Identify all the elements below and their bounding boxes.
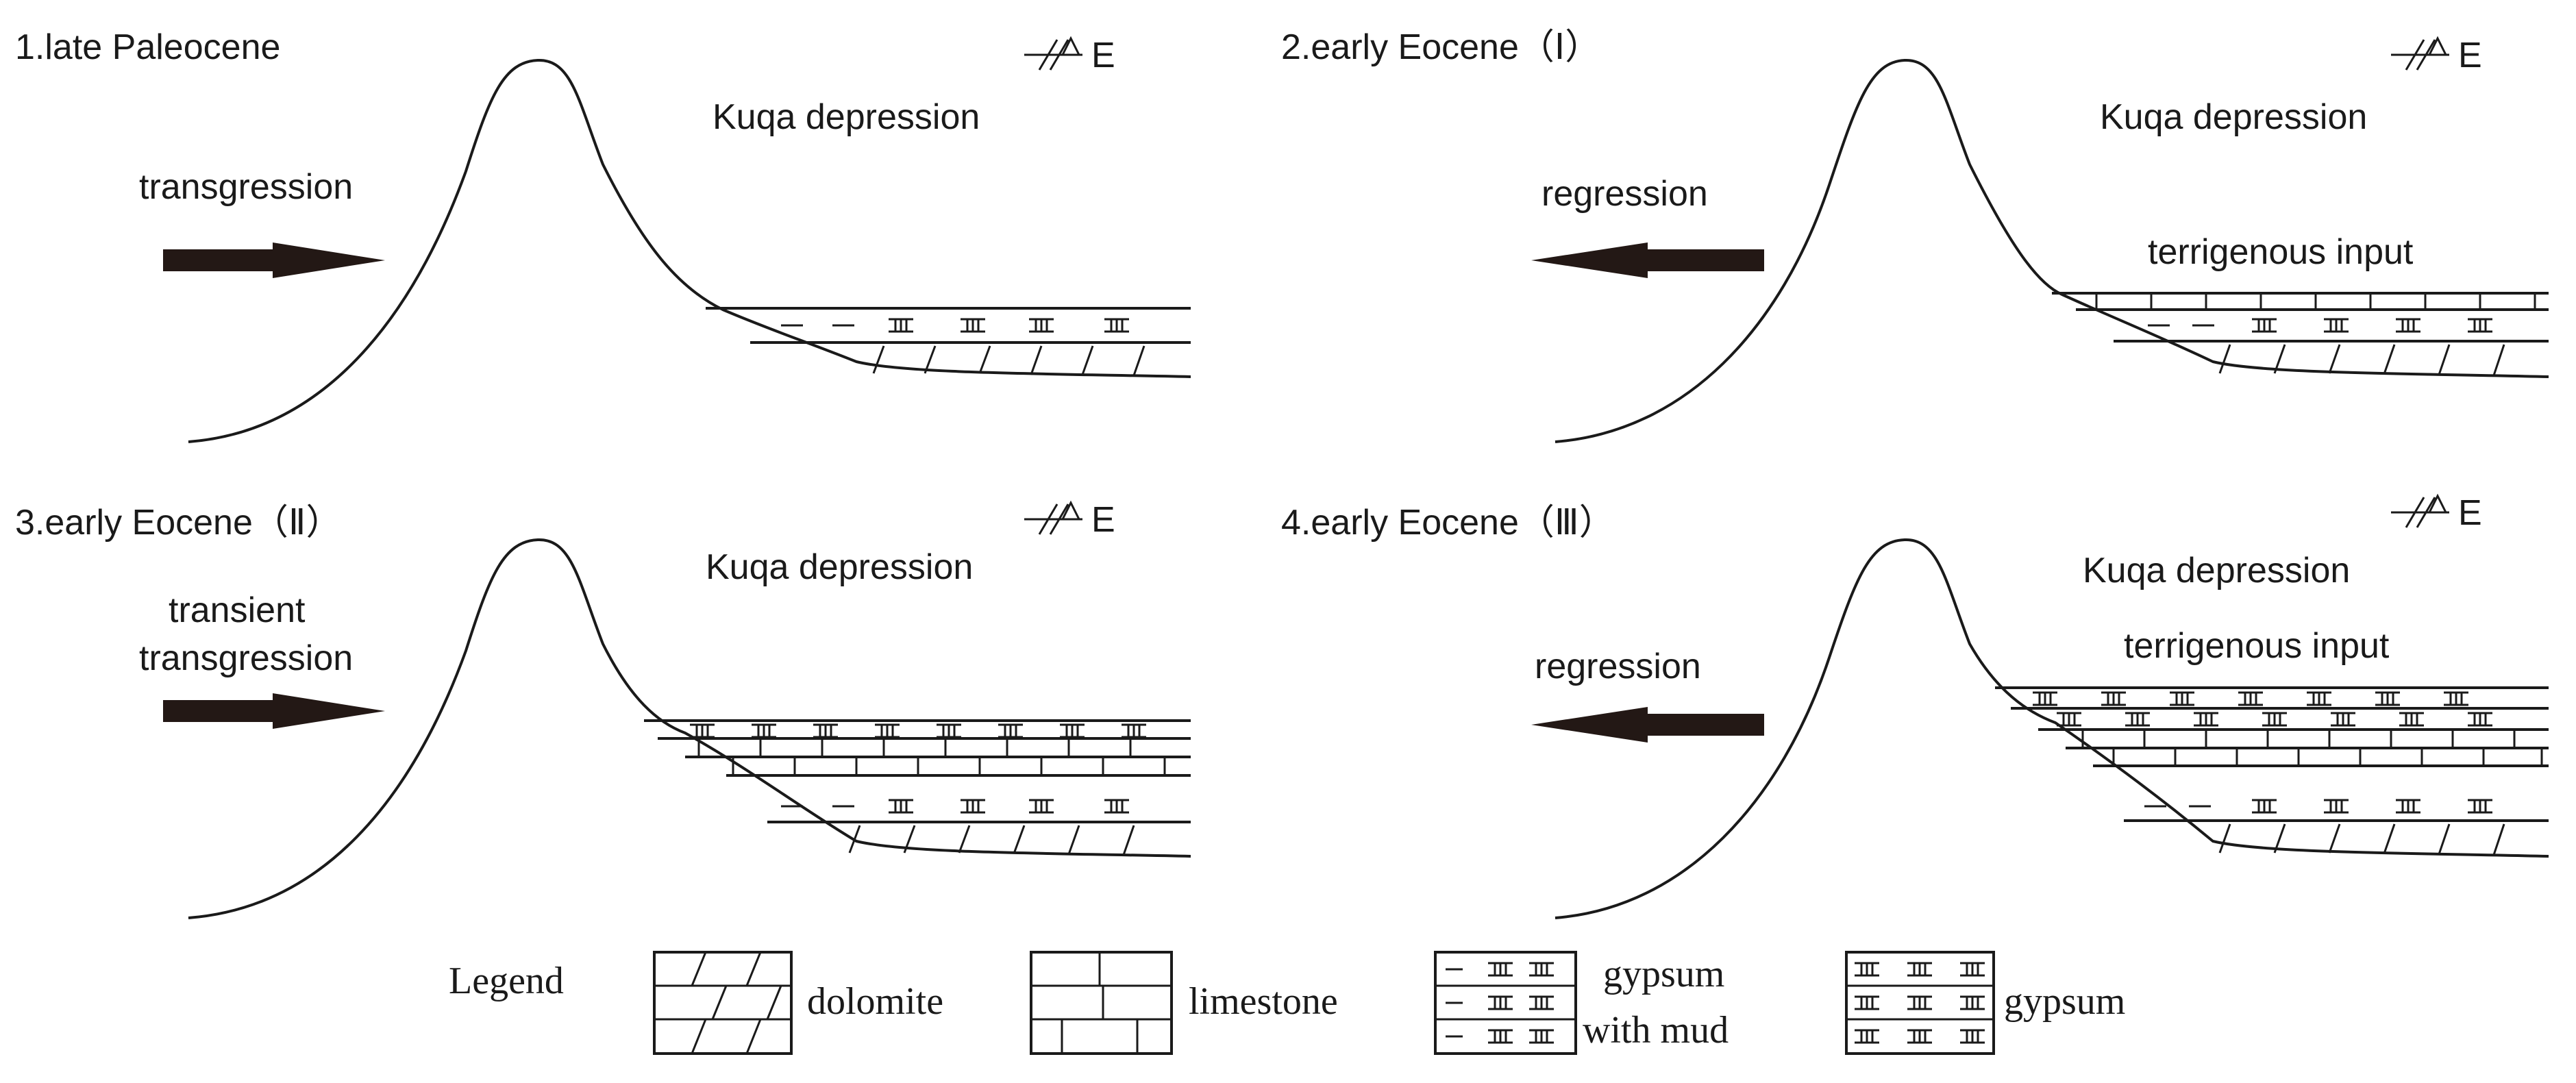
dolomite-layer (872, 345, 1145, 376)
limestone-swatch (1030, 951, 1173, 1055)
movement-label: transgression (139, 167, 353, 207)
uplift-profile (188, 538, 1191, 919)
gypsum-layer (2055, 712, 2494, 727)
transgression-arrow-icon (163, 693, 385, 729)
gypsum-swatch (1845, 951, 1995, 1055)
basin-label: Kuqa depression (706, 547, 973, 587)
regression-arrow-icon (1531, 242, 1764, 278)
limestone-layer (697, 738, 1132, 757)
east-direction-indicator: E (1024, 500, 1115, 540)
direction-label: E (2458, 493, 2482, 533)
dolomite-swatch (653, 951, 793, 1055)
fault-symbol-icon (1024, 500, 1082, 535)
direction-label: E (2458, 36, 2482, 75)
limestone-layer (2081, 730, 2516, 748)
legend: Legend dolomite (449, 951, 2125, 1055)
input-label: terrigenous input (2124, 626, 2390, 666)
gypsum-with-mud-layer (2148, 318, 2494, 333)
legend-label: gypsum (2004, 980, 2125, 1023)
east-direction-indicator: E (2391, 36, 2482, 75)
gypsum-with-mud-layer (2144, 799, 2494, 814)
panel-3: 3.early Eocene（Ⅱ） E Kuqa depression tran… (15, 500, 1191, 919)
movement-label: regression (1535, 647, 1701, 686)
east-direction-indicator: E (1024, 36, 1115, 75)
movement-label: regression (1541, 174, 1708, 214)
legend-label-line-1: gypsum (1603, 953, 1724, 995)
movement-label-line-1: transient (169, 590, 306, 630)
legend-item-gypsum-with-mud: gypsum with mud (1434, 951, 1729, 1055)
strata-column (1995, 686, 2549, 856)
legend-label: limestone (1189, 980, 1338, 1023)
movement-label-line-2: transgression (139, 638, 353, 678)
dolomite-layer (848, 825, 1135, 856)
direction-label: E (1091, 500, 1115, 540)
input-label: terrigenous input (2148, 232, 2414, 272)
transgression-arrow-icon (163, 242, 385, 278)
uplift-profile (1555, 58, 2549, 443)
basin-label: Kuqa depression (2083, 551, 2350, 590)
regression-arrow-icon (1531, 707, 1764, 743)
fault-symbol-icon (2391, 36, 2449, 71)
gypsum-with-mud-layer (781, 318, 1130, 333)
panel-title: 1.late Paleocene (15, 27, 280, 67)
panel-title: 3.early Eocene（Ⅱ） (15, 503, 341, 543)
uplift-profile (188, 58, 1191, 443)
legend-item-limestone: limestone (1030, 951, 1338, 1055)
legend-label-line-2: with mud (1583, 1009, 1729, 1051)
panel-title: 4.early Eocene（Ⅲ） (1281, 503, 1615, 543)
uplift-profile (1555, 538, 2549, 919)
limestone-layer (2095, 293, 2536, 310)
limestone-layer (732, 757, 1166, 775)
gypsum-layer (689, 723, 1148, 738)
panel-1: 1.late Paleocene E Kuqa depression trans… (15, 27, 1191, 443)
east-direction-indicator: E (2391, 493, 2482, 533)
strata-column (2052, 292, 2549, 376)
strata-column (644, 719, 1191, 856)
gypsum-with-mud-layer (781, 799, 1130, 814)
strata-column (706, 307, 1191, 376)
legend-item-dolomite: dolomite (653, 951, 943, 1055)
gypsum-layer (2031, 691, 2470, 706)
legend-label: dolomite (807, 980, 943, 1023)
panel-4: 4.early Eocene（Ⅲ） E Kuqa depression terr… (1281, 493, 2549, 919)
panel-2: 2.early Eocene（Ⅰ） E Kuqa depression regr… (1281, 27, 2549, 443)
basin-label: Kuqa depression (713, 97, 980, 137)
direction-label: E (1091, 36, 1115, 75)
fault-symbol-icon (1024, 36, 1082, 71)
basin-label: Kuqa depression (2100, 97, 2367, 137)
panel-title: 2.early Eocene（Ⅰ） (1281, 27, 1600, 67)
limestone-layer (2112, 748, 2543, 766)
dolomite-layer (2218, 344, 2505, 376)
dolomite-layer (2218, 823, 2505, 856)
fault-symbol-icon (2391, 493, 2449, 528)
legend-title: Legend (449, 960, 564, 1002)
legend-item-gypsum: gypsum (1845, 951, 2125, 1055)
gypsum-with-mud-swatch (1434, 951, 1577, 1055)
